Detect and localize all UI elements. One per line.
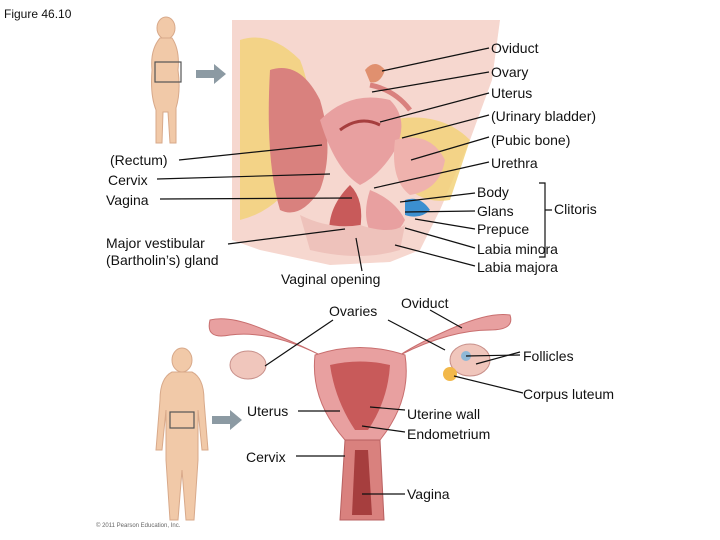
frontal-section bbox=[208, 314, 512, 521]
label-ovary: Ovary bbox=[491, 64, 529, 80]
leader-lines-bottom bbox=[264, 309, 524, 495]
label-cervix-bottom: Cervix bbox=[246, 449, 286, 465]
zoom-arrow-bottom bbox=[212, 410, 242, 430]
label-vagina-top: Vagina bbox=[106, 192, 149, 208]
label-vagina-bottom: Vagina bbox=[407, 486, 450, 502]
label-endometrium: Endometrium bbox=[407, 426, 491, 442]
label-glans: Glans bbox=[477, 203, 514, 219]
figure-label: Figure 46.10 bbox=[4, 7, 72, 21]
label-follicles: Follicles bbox=[523, 348, 574, 364]
label-labia-majora: Labia majora bbox=[477, 259, 558, 275]
label-uterus-top: Uterus bbox=[491, 85, 533, 101]
label-ovaries: Ovaries bbox=[329, 303, 378, 319]
label-oviduct-top: Oviduct bbox=[491, 40, 539, 56]
zoom-box-bottom bbox=[169, 411, 195, 429]
silhouette-side-view bbox=[151, 16, 180, 144]
zoom-box-top bbox=[154, 61, 182, 83]
label-cervix-top: Cervix bbox=[108, 172, 148, 188]
copyright-notice: © 2011 Pearson Education, Inc. bbox=[96, 523, 181, 529]
label-gland-line1: Major vestibular bbox=[106, 235, 205, 251]
silhouette-front-view bbox=[155, 347, 209, 521]
label-oviduct-bottom: Oviduct bbox=[401, 295, 449, 311]
label-rectum: (Rectum) bbox=[110, 152, 168, 168]
zoom-arrow-top bbox=[196, 64, 226, 84]
clitoris-bracket bbox=[539, 182, 552, 258]
label-uterus-bottom: Uterus bbox=[247, 403, 289, 419]
leader-lines-top bbox=[156, 47, 490, 272]
label-clitoris: Clitoris bbox=[554, 201, 597, 217]
label-gland-line2: (Bartholin’s) gland bbox=[106, 252, 219, 268]
label-pubic-bone: (Pubic bone) bbox=[491, 132, 571, 148]
label-labia-minora: Labia minora bbox=[477, 241, 558, 257]
label-urethra: Urethra bbox=[491, 155, 538, 171]
label-prepuce: Prepuce bbox=[477, 221, 530, 237]
sagittal-section bbox=[232, 20, 500, 265]
label-corpus-luteum: Corpus luteum bbox=[523, 386, 615, 402]
label-urinary-bladder: (Urinary bladder) bbox=[491, 108, 597, 124]
label-body: Body bbox=[477, 184, 509, 200]
label-vaginal-opening: Vaginal opening bbox=[281, 271, 381, 287]
label-uterine-wall: Uterine wall bbox=[407, 406, 481, 422]
